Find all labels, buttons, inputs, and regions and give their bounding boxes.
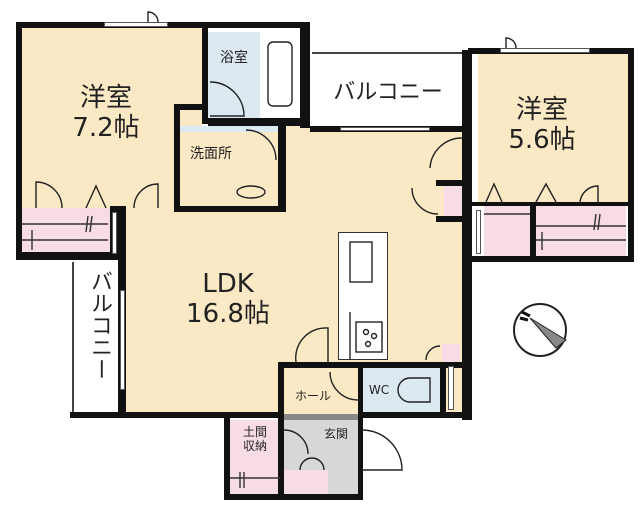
window <box>120 290 125 390</box>
wall <box>358 412 468 418</box>
wall <box>278 362 468 368</box>
window <box>448 366 454 410</box>
room-name-western-2: 洋室 <box>515 95 568 125</box>
room-name-hall: ホール <box>294 389 331 403</box>
room-name-balcony-left: バルコニー <box>87 270 112 380</box>
bathtub-area <box>260 32 300 118</box>
room-name-entrance: 玄関 <box>323 427 348 441</box>
western-room-5-6 <box>478 54 630 204</box>
room-size-ldk: 16.8帖 <box>186 298 270 329</box>
bathroom <box>208 32 260 118</box>
window <box>476 210 481 254</box>
ldk-storage <box>444 186 462 216</box>
room-name-balcony-top: バルコニー <box>333 80 443 105</box>
hall <box>284 368 358 414</box>
entrance-storage <box>230 420 280 496</box>
wall <box>16 252 118 260</box>
wall <box>70 412 284 418</box>
wall <box>208 118 310 126</box>
wall <box>436 216 466 222</box>
wall <box>174 104 180 212</box>
room-name-bathroom: 浴室 <box>220 50 248 66</box>
entrance-shoe-box <box>284 470 328 496</box>
wall <box>440 366 446 414</box>
wall <box>628 48 634 262</box>
window <box>104 22 168 27</box>
balcony-left <box>72 262 122 414</box>
wall <box>224 494 362 500</box>
wall <box>278 362 284 500</box>
room-label: 洋室 5.6帖 <box>494 95 590 156</box>
wall <box>224 414 230 500</box>
storage-name-line2: 収納 <box>242 438 267 453</box>
room-size-western-2: 5.6帖 <box>508 124 576 155</box>
wall <box>530 204 536 258</box>
closet-room-1 <box>22 208 110 252</box>
room-name-ldk: LDK <box>202 269 254 299</box>
ldk-storage-2 <box>442 344 460 362</box>
storage-name-line1: 土間 <box>242 425 267 439</box>
toilet <box>362 368 442 414</box>
wall <box>174 206 286 212</box>
room-size-western-1: 7.2帖 <box>72 112 140 143</box>
wall <box>462 50 472 420</box>
wall <box>436 180 466 186</box>
wall <box>472 202 628 206</box>
room-name-western-1: 洋室 <box>79 83 132 113</box>
hall-step <box>284 414 358 420</box>
wall <box>174 104 208 110</box>
window <box>112 212 117 254</box>
wall <box>16 22 22 260</box>
room-label: 洋室 7.2帖 <box>58 83 154 144</box>
room-name-washroom: 洗面所 <box>190 146 232 162</box>
wall <box>202 28 208 124</box>
window <box>500 48 590 53</box>
closet-room-2b <box>536 206 626 256</box>
room-label-storage: 土間 収納 <box>230 425 280 454</box>
wall <box>300 22 310 128</box>
room-name-toilet: WC <box>368 383 390 397</box>
room-label: LDK 16.8帖 <box>168 269 288 330</box>
kitchen-counter <box>338 232 388 360</box>
wall <box>358 366 363 500</box>
wall <box>468 256 634 262</box>
north-compass-icon <box>513 303 567 357</box>
window <box>340 127 430 131</box>
wall <box>278 124 286 210</box>
